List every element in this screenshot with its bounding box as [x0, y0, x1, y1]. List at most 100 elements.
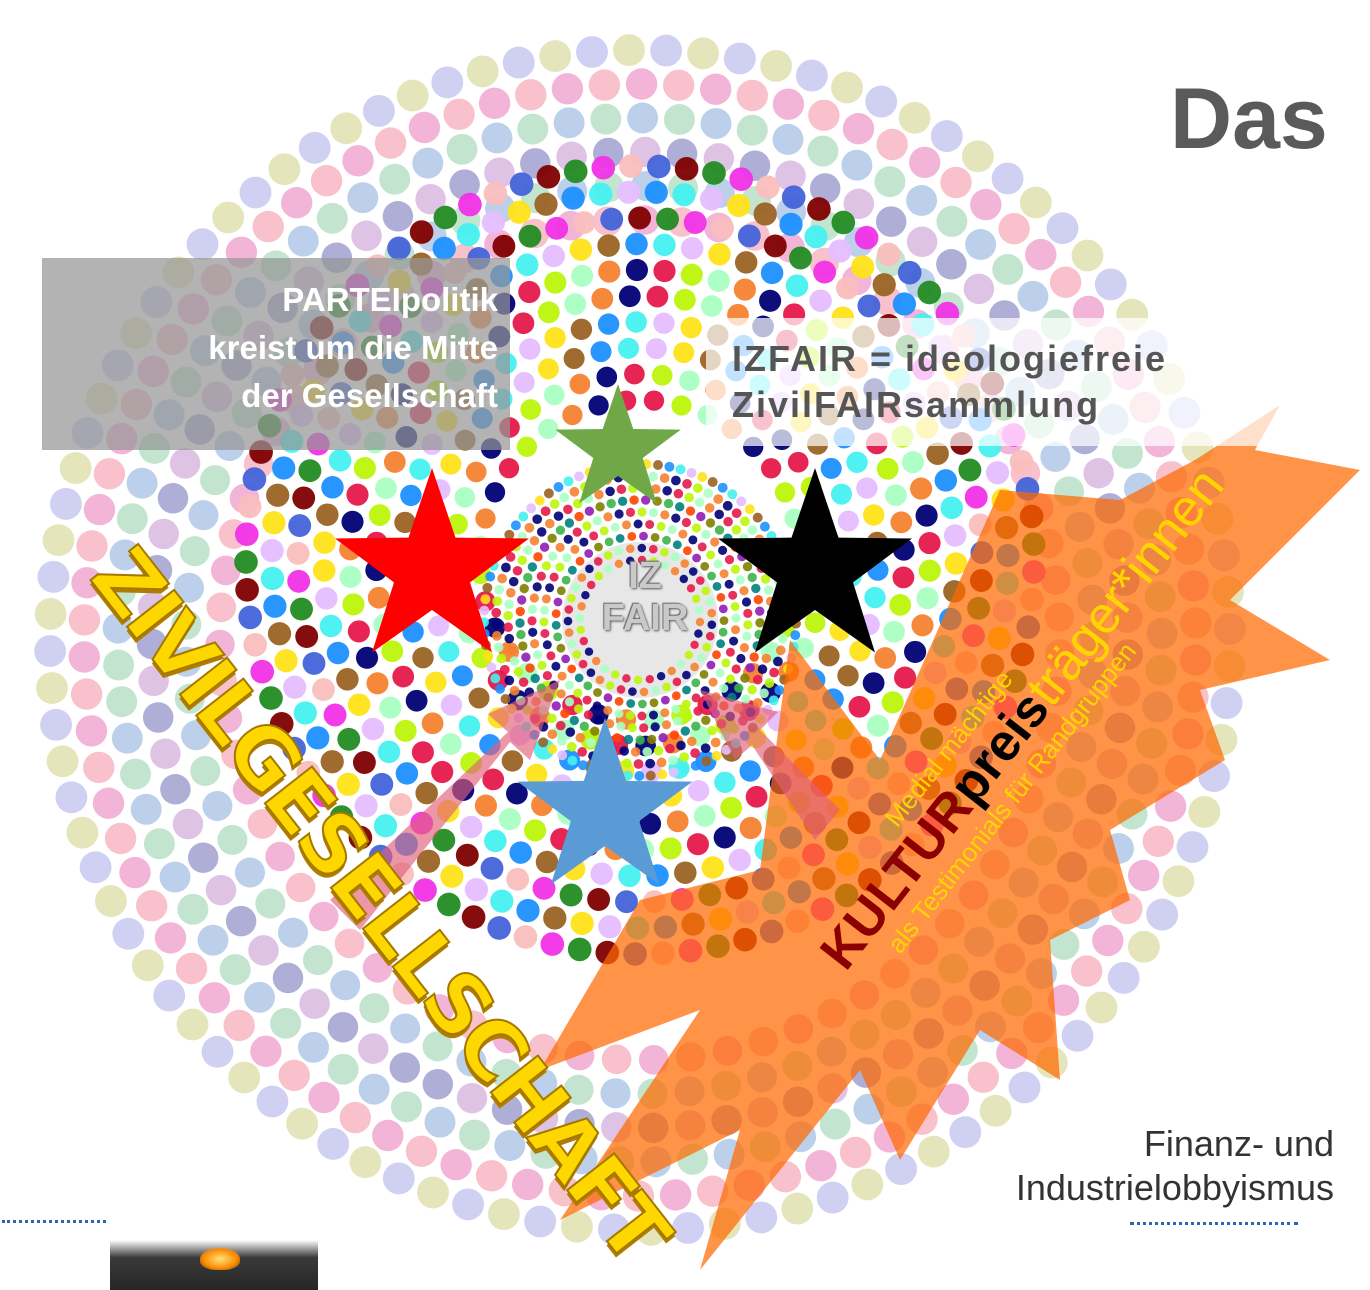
- dot: [889, 594, 912, 616]
- dot: [656, 671, 666, 681]
- dot: [272, 962, 304, 994]
- dot: [680, 316, 702, 339]
- dot: [595, 502, 605, 512]
- dot: [731, 625, 740, 635]
- dot: [298, 459, 322, 483]
- dot: [457, 1010, 488, 1040]
- dot: [876, 242, 901, 267]
- dot: [497, 573, 507, 584]
- dot: [837, 665, 859, 687]
- dot: [412, 147, 444, 179]
- dot: [525, 763, 548, 786]
- dot: [553, 107, 585, 139]
- dot: [547, 744, 558, 755]
- dot: [49, 487, 82, 520]
- dot: [1188, 795, 1221, 828]
- dot: [736, 653, 746, 664]
- dot: [542, 640, 552, 650]
- dot: [915, 504, 938, 527]
- dot: [382, 1162, 415, 1195]
- dot: [59, 452, 92, 485]
- dot: [504, 529, 515, 540]
- dot: [846, 451, 868, 473]
- dot: [586, 668, 596, 678]
- dot: [440, 1148, 472, 1181]
- dot: [727, 489, 738, 500]
- dot: [492, 596, 503, 607]
- dot: [617, 496, 628, 506]
- dot: [807, 197, 831, 221]
- dot: [440, 453, 462, 475]
- dot: [342, 593, 365, 616]
- dot: [566, 741, 577, 752]
- dot: [177, 893, 209, 925]
- dot: [282, 736, 306, 761]
- dot: [658, 733, 668, 743]
- dot: [616, 180, 641, 204]
- dot: [659, 837, 682, 860]
- dot: [630, 747, 641, 757]
- dot: [645, 520, 655, 529]
- dot: [1046, 212, 1079, 245]
- dot: [563, 534, 573, 544]
- dot: [760, 49, 793, 82]
- dot: [687, 736, 697, 747]
- dot: [539, 617, 549, 627]
- dot: [808, 99, 840, 132]
- dot: [653, 259, 676, 283]
- dot: [557, 750, 568, 761]
- dot: [1146, 898, 1179, 931]
- dot: [239, 176, 272, 209]
- dot: [615, 890, 638, 914]
- dot: [518, 677, 529, 687]
- dot: [627, 723, 637, 733]
- dot: [449, 169, 480, 200]
- dot: [556, 586, 566, 596]
- dot: [455, 843, 479, 867]
- dot: [136, 628, 168, 660]
- dot: [619, 154, 643, 178]
- finance-line: Industrielobbyismus: [1015, 1167, 1334, 1208]
- dot: [46, 745, 79, 778]
- dot: [723, 42, 756, 75]
- dot: [588, 69, 621, 101]
- dot: [553, 597, 563, 607]
- dot: [734, 683, 744, 693]
- dot: [686, 584, 696, 593]
- dot: [729, 636, 739, 646]
- dot: [669, 730, 680, 740]
- dot: [830, 483, 853, 505]
- dot: [551, 620, 561, 630]
- dot: [250, 1035, 282, 1068]
- dot: [272, 456, 296, 480]
- dot: [616, 685, 626, 694]
- dot: [537, 301, 560, 324]
- dot: [111, 722, 143, 754]
- dot: [672, 677, 682, 687]
- dot: [310, 164, 343, 197]
- dot: [537, 358, 559, 380]
- dot: [508, 576, 519, 587]
- dot: [135, 890, 168, 922]
- dot: [543, 906, 567, 930]
- dot: [466, 55, 499, 88]
- dot: [381, 640, 404, 663]
- finance-line: Finanz- und: [1143, 1123, 1334, 1164]
- dot: [728, 590, 738, 600]
- dot: [1127, 859, 1160, 892]
- dot: [510, 520, 521, 531]
- dot: [687, 780, 710, 802]
- dot: [425, 671, 447, 693]
- dot: [372, 1119, 404, 1152]
- dot: [507, 200, 531, 224]
- dot: [685, 506, 696, 516]
- dot: [691, 594, 701, 604]
- dot: [456, 1082, 488, 1114]
- dot: [666, 810, 689, 833]
- dot: [422, 1031, 453, 1062]
- red-star-icon: [335, 468, 529, 653]
- dot: [742, 631, 752, 641]
- dot: [337, 727, 361, 751]
- dot: [525, 663, 535, 673]
- dot: [569, 715, 579, 726]
